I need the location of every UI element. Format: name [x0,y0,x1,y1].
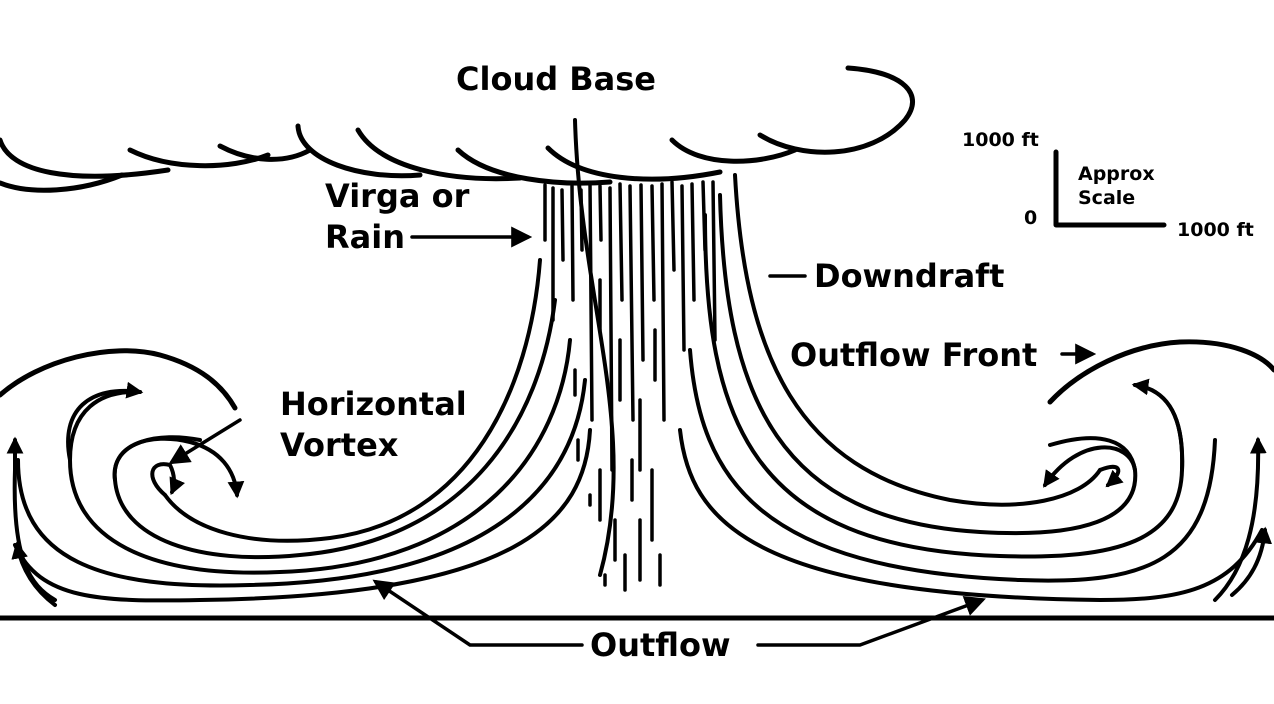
scale-horizontal-label: 1000 ft [1177,219,1254,241]
scale-title-line2: Scale [1078,187,1135,209]
rain-streaks [543,180,717,592]
outflow-pointer-left [372,579,584,647]
downdraft-label: Downdraft [814,257,1004,295]
vortex-pointer-arrow [168,418,242,465]
outflow-label: Outflow [590,626,731,664]
scale-origin-label: 0 [1024,207,1037,229]
scale-title-line1: Approx [1078,163,1155,185]
horizontal-vortex-label-line2: Vortex [280,426,399,464]
right-vortex-arrows [1043,378,1273,602]
outflow-front-right [1047,339,1274,405]
outflow-pointer-right [756,595,986,647]
outflow-front-left [0,348,238,411]
cloud-base-outline [0,65,915,193]
virga-label-line1: Virga or [325,177,470,215]
scale-vertical-label: 1000 ft [962,129,1039,151]
scale-bar: 1000 ft 0 1000 ft Approx Scale [962,129,1254,241]
left-vortex-arrows [6,381,245,607]
virga-label-line2: Rain [325,218,405,256]
horizontal-vortex-label-line1: Horizontal [280,385,467,423]
downdraft-streamlines-left [13,118,616,603]
cloud-base-label: Cloud Base [456,60,656,98]
scale-bar-axes [1053,149,1167,228]
downdraft-streamlines-right [678,173,1264,602]
outflow-front-label: Outflow Front [790,336,1037,374]
